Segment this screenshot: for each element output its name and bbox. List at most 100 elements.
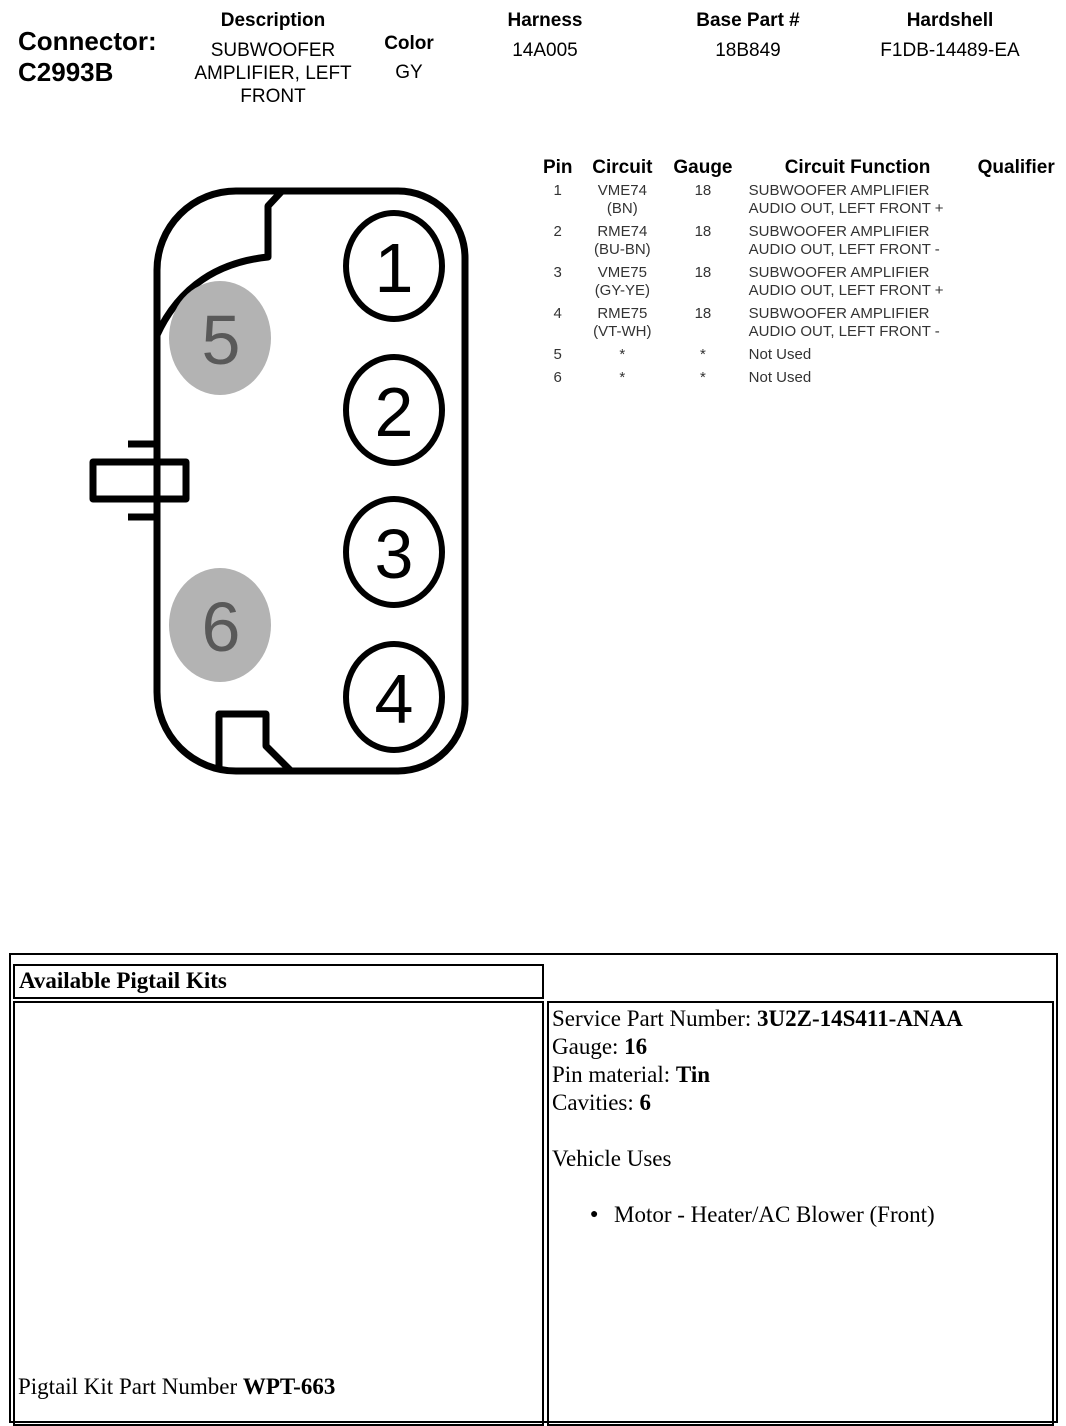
circuit-color: (VT-WH) (593, 323, 652, 340)
qualifier-cell (966, 369, 1066, 392)
color-column: Color GY (376, 33, 442, 84)
gauge-cell: 18 (694, 182, 712, 199)
pin-cell: 1 (553, 182, 562, 199)
description-column: Description SUBWOOFER AMPLIFIER, LEFT FR… (180, 10, 366, 108)
pin-header: Pin (542, 157, 573, 178)
pin-cell: 3 (553, 264, 562, 281)
gauge-cell: * (700, 369, 706, 386)
pin-cell: 4 (553, 305, 562, 322)
circuit-code: RME75 (597, 305, 648, 322)
pin-cavity-label: 1 (375, 229, 414, 307)
pigtail-details-cell: Service Part Number: 3U2Z-14S411-ANAA Ga… (547, 1001, 1054, 1426)
circuit-color: (BN) (606, 200, 638, 217)
connector-housing (153, 187, 469, 775)
service-part-value: 3U2Z-14S411-ANAA (757, 1006, 963, 1031)
list-item: Motor - Heater/AC Blower (Front) (590, 1201, 1052, 1229)
cavities-label: Cavities: (552, 1090, 634, 1115)
base-part-column: Base Part # 18B849 (670, 10, 826, 62)
base-part-value: 18B849 (715, 40, 781, 61)
circuit-code: VME74 (597, 182, 647, 199)
top-key-notch (153, 188, 285, 337)
base-part-heading: Base Part # (696, 10, 800, 31)
service-part-label: Service Part Number: (552, 1006, 752, 1031)
gauge-cell: 18 (694, 264, 712, 281)
circuit-cell: * (619, 346, 626, 363)
function-line: SUBWOOFER AMPLIFIER (748, 305, 930, 322)
pin-assignment-table: Pin Circuit Gauge Circuit Function Quali… (528, 157, 1066, 392)
hardshell-heading: Hardshell (906, 10, 994, 31)
gauge-header: Gauge (673, 157, 733, 178)
circuit-code: VME75 (597, 264, 647, 281)
harness-column: Harness 14A005 (480, 10, 610, 62)
pin-cell: 2 (553, 223, 562, 240)
pin-cavity-5: 5 (169, 281, 271, 395)
function-line: AUDIO OUT, LEFT FRONT - (748, 241, 940, 258)
function-line: SUBWOOFER AMPLIFIER (748, 264, 930, 281)
pin-cavity-1: 1 (343, 210, 445, 322)
function-line: SUBWOOFER AMPLIFIER (748, 223, 930, 240)
pigtail-kit-label: Pigtail Kit Part Number (18, 1374, 238, 1399)
circuit-color: (BU-BN) (594, 241, 651, 258)
qualifier-cell (966, 346, 1066, 369)
description-value: SUBWOOFER AMPLIFIER, LEFT FRONT (194, 40, 352, 107)
pigtail-kit-value: WPT-663 (242, 1374, 336, 1399)
circuit-cell: VME75(GY-YE) (587, 264, 657, 305)
pin-cavity-label: 6 (202, 588, 241, 666)
gauge-cell: * (700, 346, 706, 363)
gauge-cell: 18 (694, 305, 712, 322)
cavities-line: Cavities: 6 (552, 1089, 1052, 1117)
table-row: 6 * * Not Used (528, 369, 1066, 392)
color-value: GY (395, 62, 423, 83)
bottom-key-notch (215, 710, 294, 774)
circuit-cell: VME74(BN) (587, 182, 657, 223)
description-heading: Description (220, 10, 326, 31)
circuit-header: Circuit (592, 157, 653, 178)
circuit-function-header: Circuit Function (784, 157, 931, 178)
hardshell-column: Hardshell F1DB-14489-EA (862, 10, 1038, 62)
circuit-cell: RME75(VT-WH) (587, 305, 657, 346)
vehicle-uses-label: Vehicle Uses (552, 1146, 672, 1171)
function-line: AUDIO OUT, LEFT FRONT - (748, 323, 940, 340)
gauge-value: 16 (624, 1034, 648, 1059)
circuit-code: RME74 (597, 223, 648, 240)
function-line: SUBWOOFER AMPLIFIER (748, 182, 930, 199)
pin-cell: 5 (553, 346, 562, 363)
gauge-cell: 18 (694, 223, 712, 240)
pigtail-kit-part-number: Pigtail Kit Part Number WPT-663 (18, 1374, 335, 1400)
pigtail-kit-cell: Pigtail Kit Part Number WPT-663 (13, 1001, 544, 1426)
cavities-value: 6 (639, 1090, 652, 1115)
pin-cell: 6 (553, 369, 562, 386)
pin-table-header-row: Pin Circuit Gauge Circuit Function Quali… (528, 157, 1066, 182)
function-cell: Not Used (748, 369, 812, 386)
qualifier-cell (966, 182, 1066, 223)
pin-cavity-label: 4 (375, 660, 414, 738)
pin-cavity-label: 3 (375, 515, 414, 593)
pin-cavity-3: 3 (343, 496, 445, 608)
side-latch (89, 458, 190, 503)
pigtail-kits-title: Available Pigtail Kits (13, 964, 544, 999)
circuit-cell: * (619, 369, 626, 386)
function-line: AUDIO OUT, LEFT FRONT + (748, 282, 944, 299)
pin-cavity-2: 2 (343, 354, 445, 466)
qualifier-cell (966, 223, 1066, 264)
harness-heading: Harness (507, 10, 583, 31)
function-line: AUDIO OUT, LEFT FRONT + (748, 200, 944, 217)
pin-cavity-label: 2 (375, 373, 414, 451)
qualifier-cell (966, 305, 1066, 346)
pin-material-label: Pin material: (552, 1062, 671, 1087)
circuit-color: (GY-YE) (594, 282, 650, 299)
circuit-cell: RME74(BU-BN) (587, 223, 657, 264)
vehicle-uses-list: Motor - Heater/AC Blower (Front) (552, 1201, 1052, 1229)
harness-value: 14A005 (512, 40, 578, 61)
pin-material-value: Tin (675, 1062, 711, 1087)
pin-cavity-6: 6 (169, 568, 271, 682)
qualifier-header: Qualifier (977, 157, 1055, 178)
connector-label: Connector: (18, 26, 157, 56)
